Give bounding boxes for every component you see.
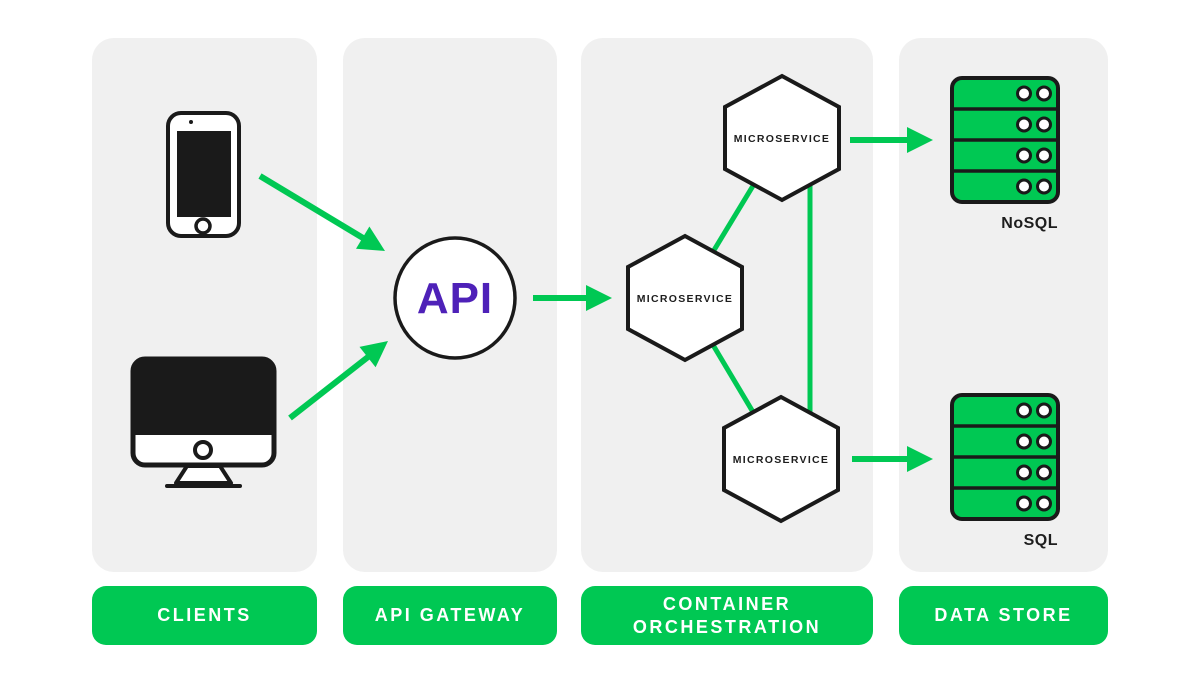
sql-label: SQL (1024, 532, 1058, 549)
container-orchestration-label: CONTAINER ORCHESTRATION (581, 586, 873, 645)
arrow-microservice-to-sql (852, 446, 933, 472)
desktop-computer-icon (130, 356, 277, 488)
arrow-phone-to-api (258, 173, 385, 251)
api-circle-node: API (393, 236, 517, 360)
server-stack-nosql-icon: NoSQL (950, 76, 1060, 232)
smartphone-icon (166, 111, 241, 238)
microservice-node-middle: MICROSERVICE (626, 233, 744, 363)
nosql-label: NoSQL (1001, 215, 1058, 232)
clients-label: CLIENTS (92, 586, 317, 645)
server-stack-sql-icon: SQL (950, 393, 1060, 549)
microservice-node-bottom: MICROSERVICE (722, 394, 840, 524)
microservice-label: MICROSERVICE (637, 293, 734, 305)
api-label: API (417, 274, 493, 323)
arrow-microservice-to-nosql (850, 127, 933, 153)
data-store-label: DATA STORE (899, 586, 1108, 645)
arrow-desktop-to-api (288, 341, 388, 421)
api-gateway-label: API GATEWAY (343, 586, 557, 645)
arrow-api-to-microservice (533, 285, 612, 311)
microservice-label: MICROSERVICE (734, 133, 831, 145)
microservice-node-top: MICROSERVICE (723, 73, 841, 203)
microservice-label: MICROSERVICE (733, 454, 830, 466)
